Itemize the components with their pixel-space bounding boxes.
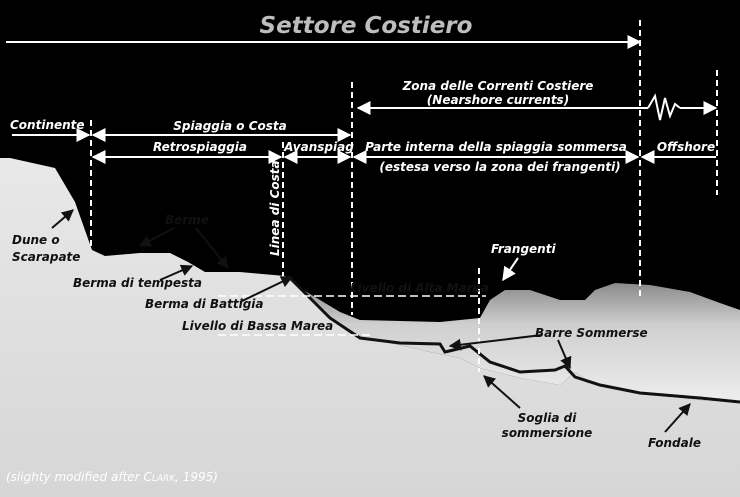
pointer-bar-1	[448, 334, 543, 351]
label-nearshore-zone: Zona delle Correnti Costiere	[402, 79, 594, 93]
pointer-bar-2	[557, 339, 572, 370]
pointer-arrows	[51, 209, 691, 433]
credit-author-initial: C	[143, 470, 152, 484]
label-foreshore: Avanspiag	[283, 140, 354, 154]
credit-suffix: , 1995)	[175, 470, 218, 484]
land-mass	[0, 158, 740, 497]
label-high-tide: Livello di Alta Marea	[350, 281, 489, 295]
diagram-title: Settore Costiero	[260, 13, 473, 39]
pointer-berm-left	[138, 227, 175, 247]
label-seabed: Fondale	[648, 436, 701, 450]
pointer-storm-berm	[159, 264, 194, 281]
sea-water	[300, 283, 740, 402]
label-dunes-1: Dune o	[12, 233, 60, 247]
label-nearshore-currents: (Nearshore currents)	[427, 93, 569, 107]
label-backshore: Retrospiaggia	[153, 140, 247, 154]
label-shoreline: Linea di Costa	[268, 160, 282, 256]
pointer-dunes	[51, 209, 74, 229]
label-offshore: Offshore	[657, 140, 715, 154]
label-storm-berm: Berma di tempesta	[73, 276, 202, 290]
pointer-breakers	[502, 257, 519, 282]
pointer-berm-right	[195, 227, 229, 269]
label-threshold-1: Soglia di	[518, 411, 578, 425]
label-beach-berm: Berma di Battigia	[145, 297, 264, 311]
seabed-line	[286, 274, 740, 404]
credit-author-rest: LARK	[152, 474, 176, 484]
label-toward-breakers: (estesa verso la zona dei frangenti)	[379, 160, 620, 174]
credit-prefix: (slighty modified after	[6, 470, 143, 484]
label-continent: Continente	[10, 118, 85, 132]
label-beach-coast: Spiaggia o Costa	[173, 119, 286, 133]
label-breakers: Frangenti	[491, 242, 556, 256]
label-low-tide: Livello di Bassa Marea	[182, 319, 333, 333]
label-dunes-2: Scarapate	[12, 250, 80, 264]
zone-dividers	[90, 20, 718, 372]
pointer-seabed	[664, 403, 691, 433]
label-berms: Berme	[165, 213, 209, 227]
source-credit: (slighty modified after CLARK, 1995)	[6, 470, 218, 484]
label-submerged-bars: Barre Sommerse	[535, 326, 648, 340]
break-symbol	[647, 93, 681, 121]
pointer-threshold	[483, 375, 521, 409]
label-threshold-2: sommersione	[502, 426, 593, 440]
pointer-beach-berm	[239, 276, 294, 303]
label-inner-submerged: Parte interna della spiaggia sommersa	[365, 140, 627, 154]
